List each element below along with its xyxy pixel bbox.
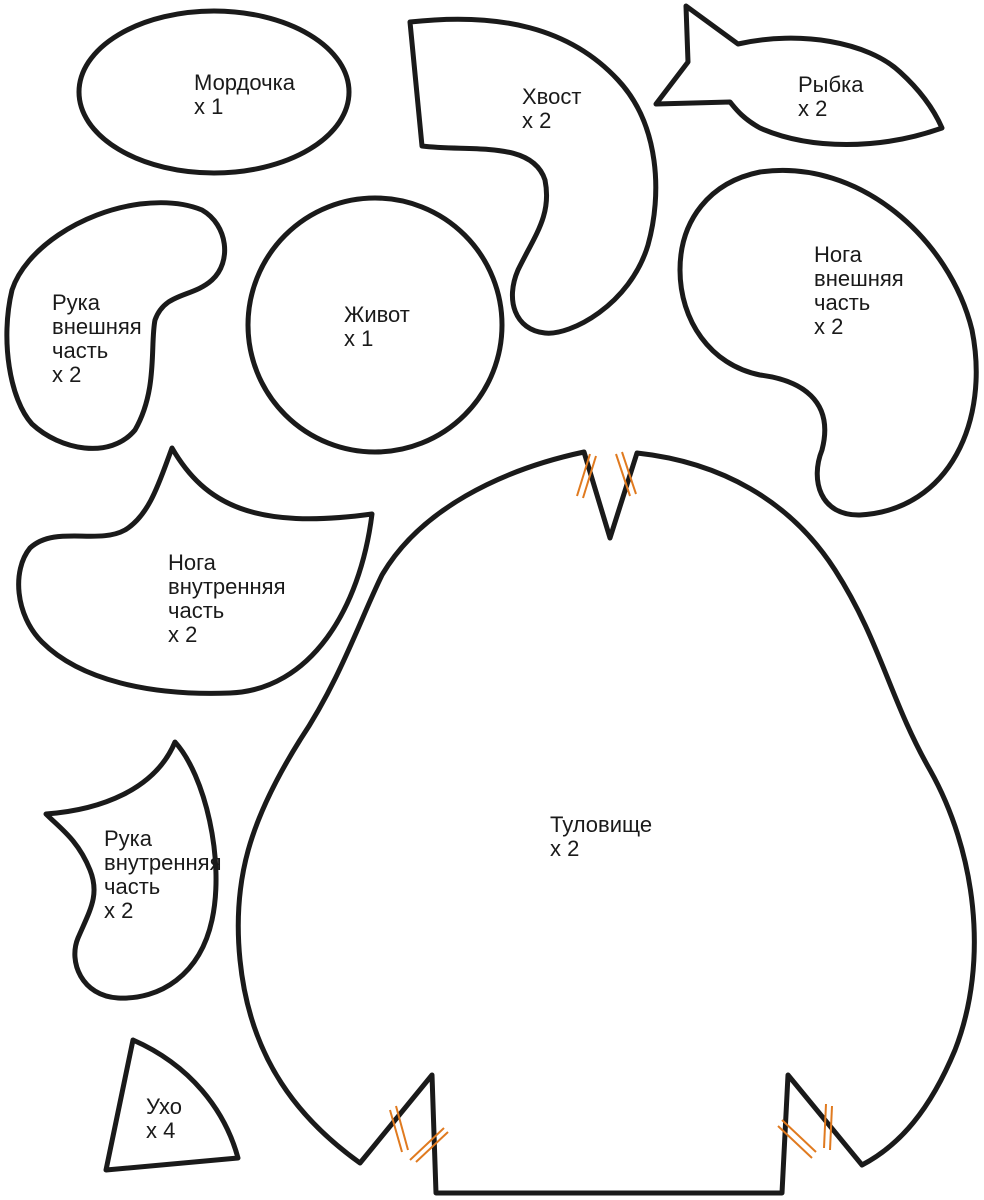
tail-outline <box>407 16 659 336</box>
belly-count: х 1 <box>344 326 373 351</box>
piece-face: Мордочка х 1 <box>76 8 352 176</box>
notch-marks <box>389 451 833 1163</box>
ear-label: Ухо <box>146 1094 182 1119</box>
leg-inner-label-2: внутренняя <box>168 574 286 599</box>
notch-top-left-1 <box>576 453 591 497</box>
notch-bottom-left-2 <box>395 1105 409 1151</box>
tail-count: х 2 <box>522 108 551 133</box>
piece-ear: Ухо х 4 <box>103 1037 241 1173</box>
leg-outer-outline <box>677 168 979 518</box>
belly-outline <box>245 195 505 455</box>
piece-tail: Хвост х 2 <box>407 16 659 336</box>
arm-inner-label-3: часть <box>104 874 160 899</box>
leg-inner-count: х 2 <box>168 622 197 647</box>
notch-bottom-left-4 <box>415 1131 449 1163</box>
piece-arm-inner: Рука внутренняя часть х 2 <box>43 739 222 1001</box>
notch-top-left-2 <box>582 455 597 499</box>
leg-outer-label-2: внешняя <box>814 266 904 291</box>
belly-label: Живот <box>344 302 410 327</box>
arm-inner-count: х 2 <box>104 898 133 923</box>
notch-bottom-right-3 <box>823 1103 827 1149</box>
piece-body: Туловище х 2 <box>235 449 977 1196</box>
notch-top-right-1 <box>615 453 631 497</box>
fish-outline <box>653 3 945 147</box>
piece-belly: Живот х 1 <box>245 195 505 455</box>
face-count: х 1 <box>194 94 223 119</box>
ear-outline <box>103 1037 241 1173</box>
piece-arm-outer: Рука внешняя часть х 2 <box>4 200 228 451</box>
leg-inner-label-3: часть <box>168 598 224 623</box>
face-outline <box>76 8 352 176</box>
leg-inner-outline <box>16 445 375 696</box>
notch-bottom-right-4 <box>829 1105 833 1151</box>
tail-label: Хвост <box>522 84 581 109</box>
arm-outer-count: х 2 <box>52 362 81 387</box>
leg-outer-label-1: Нога <box>814 242 863 267</box>
leg-inner-label-1: Нога <box>168 550 217 575</box>
piece-leg-inner: Нога внутренняя часть х 2 <box>16 445 375 696</box>
notch-bottom-left-3 <box>409 1127 445 1161</box>
body-label: Туловище <box>550 812 652 837</box>
piece-fish: Рыбка х 2 <box>653 3 945 147</box>
arm-outer-outline <box>4 200 228 451</box>
notch-bottom-right-1 <box>777 1125 813 1159</box>
leg-outer-count: х 2 <box>814 314 843 339</box>
arm-outer-label-3: часть <box>52 338 108 363</box>
arm-outer-label-1: Рука <box>52 290 101 315</box>
body-outline <box>235 449 977 1196</box>
arm-inner-label-1: Рука <box>104 826 153 851</box>
piece-leg-outer: Нога внешняя часть х 2 <box>677 168 979 518</box>
face-label: Мордочка <box>194 70 296 95</box>
notch-bottom-left-1 <box>389 1109 403 1153</box>
arm-inner-label-2: внутренняя <box>104 850 222 875</box>
leg-outer-label-3: часть <box>814 290 870 315</box>
fish-label: Рыбка <box>798 72 864 97</box>
notch-top-right-2 <box>621 451 637 495</box>
arm-outer-label-2: внешняя <box>52 314 142 339</box>
fish-count: х 2 <box>798 96 827 121</box>
ear-count: х 4 <box>146 1118 175 1143</box>
notch-bottom-right-2 <box>781 1119 817 1153</box>
arm-inner-outline <box>43 739 219 1001</box>
body-count: х 2 <box>550 836 579 861</box>
